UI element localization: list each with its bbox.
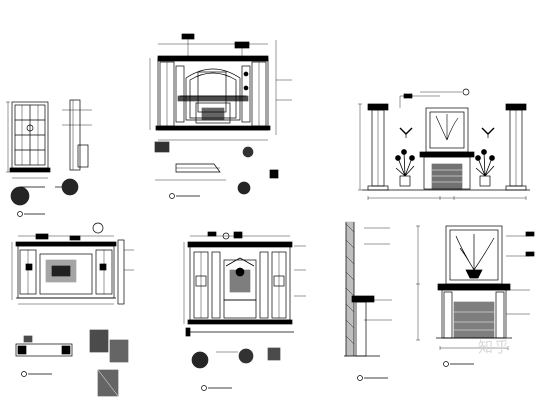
fireplace-section-elevation-panel <box>344 221 535 381</box>
paneled-wall-elevation-upper-panel <box>149 33 292 199</box>
watermark-text: 知乎 <box>478 339 510 356</box>
paneled-wall-elevation-lower-panel <box>183 231 306 391</box>
fireplace-wall-elevation-panel <box>358 88 530 200</box>
media-wall-elevation-panel <box>11 222 134 397</box>
door-elevation-panel <box>6 99 92 217</box>
